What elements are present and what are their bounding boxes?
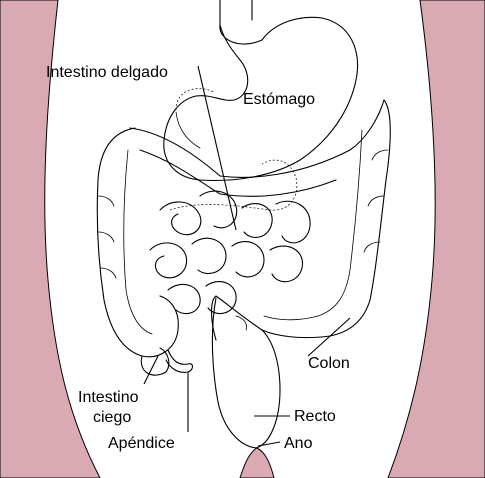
label-colon: Colon xyxy=(308,355,350,372)
right-torso-side xyxy=(388,0,485,478)
small-intestine-coils xyxy=(150,191,310,314)
label-stomach: Estómago xyxy=(243,91,315,108)
rectum xyxy=(212,298,280,448)
groin-area xyxy=(240,448,274,478)
stomach-inner-fold xyxy=(176,112,200,148)
dotted-organ-outline-2 xyxy=(176,89,214,110)
label-small-intestine: Intestino delgado xyxy=(46,64,168,81)
label-anus: Ano xyxy=(284,435,313,452)
transverse-colon xyxy=(130,100,384,177)
appendix-shape xyxy=(166,350,193,372)
esophagus xyxy=(220,0,252,25)
label-cecum-line2: ciego xyxy=(93,409,131,426)
leader-cecum xyxy=(144,356,158,384)
sigmoid-colon xyxy=(212,296,263,340)
leader-anus xyxy=(258,442,280,446)
label-cecum-line1: Intestino xyxy=(78,389,139,406)
ascending-colon-inner xyxy=(124,150,152,334)
descending-colon-inner xyxy=(264,130,362,320)
label-rectum: Recto xyxy=(294,408,336,425)
transverse-colon-lower xyxy=(140,150,336,196)
descending-colon-haustra xyxy=(364,150,388,252)
leader-small-intestine xyxy=(198,66,236,230)
ascending-colon-haustra xyxy=(98,196,116,278)
descending-colon xyxy=(262,100,390,338)
label-appendix: Apéndice xyxy=(108,435,175,452)
